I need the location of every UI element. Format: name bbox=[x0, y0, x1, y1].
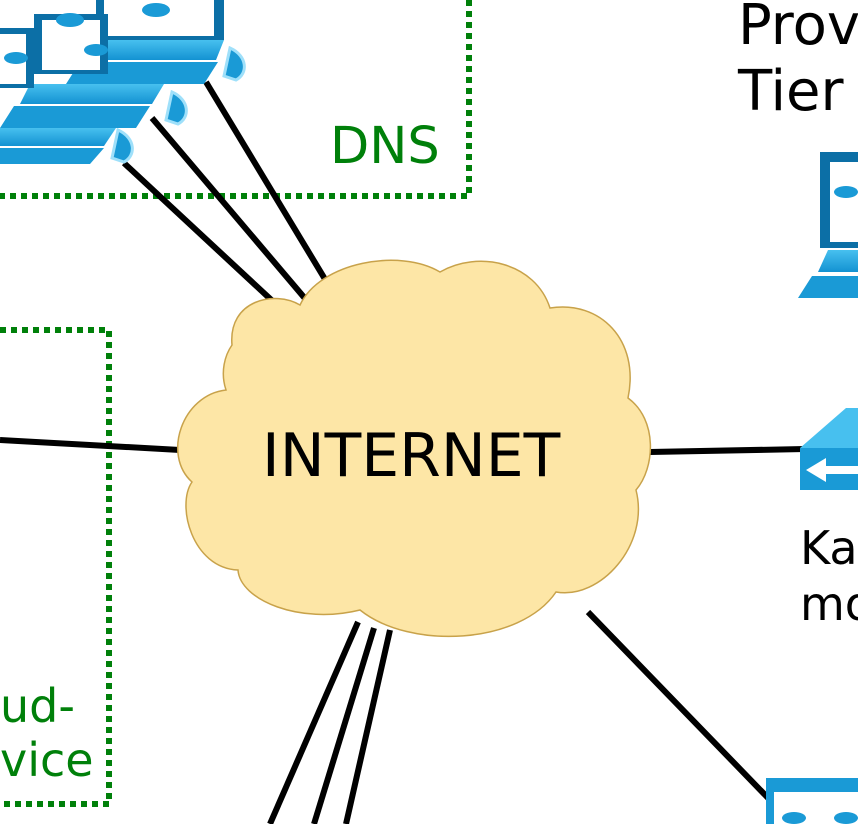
cloud-service-zone-border bbox=[0, 327, 112, 807]
link-bottom-3 bbox=[343, 629, 393, 824]
switch-icon bbox=[800, 408, 858, 490]
router-icon bbox=[766, 778, 858, 824]
link-bottom-2 bbox=[311, 627, 377, 824]
internet-label: INTERNET bbox=[262, 421, 561, 491]
cloud-service-label-line2: vice bbox=[0, 733, 94, 787]
workstation-icon bbox=[0, 13, 164, 128]
link-dns-3 bbox=[203, 80, 349, 316]
link-bottom-1 bbox=[267, 620, 361, 824]
dns-label: DNS bbox=[330, 117, 440, 176]
dns-workstations bbox=[0, 0, 246, 164]
workstation-icon bbox=[798, 152, 858, 298]
workstation-icon bbox=[66, 0, 224, 84]
workstation-icon bbox=[0, 28, 116, 164]
right-device-label-line1: Ka bbox=[800, 521, 858, 575]
network-links bbox=[0, 80, 806, 824]
provider-label-line2: Tier bbox=[738, 59, 844, 124]
link-dns-2 bbox=[149, 116, 311, 304]
link-bottom-right bbox=[585, 609, 773, 803]
internet-cloud bbox=[177, 259, 652, 638]
provider-label-line1: Prov bbox=[738, 0, 858, 58]
cloud-service-label-line1: ud- bbox=[0, 679, 75, 733]
link-cloud-service bbox=[0, 437, 181, 453]
link-right-device bbox=[649, 446, 806, 455]
right-device-label-line2: mo bbox=[800, 577, 858, 631]
link-dns-1 bbox=[121, 160, 283, 311]
